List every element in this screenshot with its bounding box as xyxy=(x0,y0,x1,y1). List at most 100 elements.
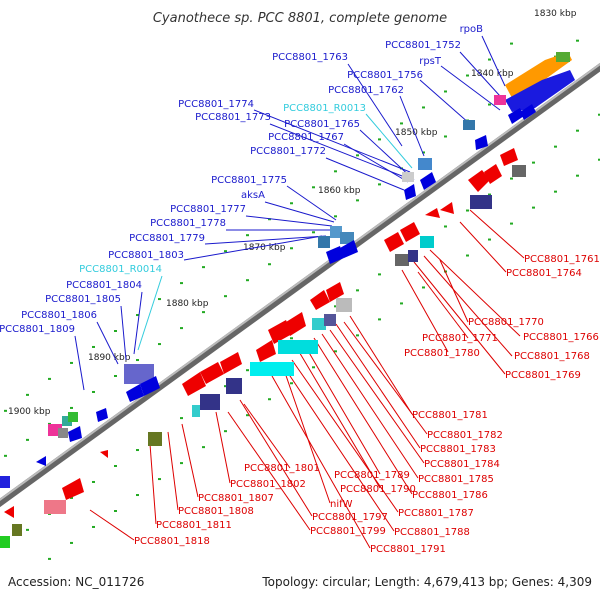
gene-label[interactable]: PCC8801_1802 xyxy=(230,479,306,490)
gene-arrow-red[interactable] xyxy=(256,340,276,362)
gene-box-navy[interactable] xyxy=(324,314,336,326)
gene-label[interactable]: PCC8801_1799 xyxy=(310,526,386,537)
gene-arrow-red[interactable] xyxy=(484,164,502,184)
gene-arrow-red[interactable] xyxy=(310,290,330,310)
gene-box-olive[interactable] xyxy=(148,432,162,446)
gene-arrow-blue[interactable] xyxy=(520,104,536,120)
gene-label[interactable]: PCC8801_1789 xyxy=(334,470,410,481)
gene-label[interactable]: PCC8801_1790 xyxy=(340,484,416,495)
gene-label[interactable]: PCC8801_1767 xyxy=(268,132,344,143)
gene-box-silver[interactable] xyxy=(336,298,352,312)
gene-label[interactable]: PCC8801_1804 xyxy=(66,280,142,291)
gene-label[interactable]: PCC8801_1752 xyxy=(385,40,461,51)
gene-box-cyan[interactable] xyxy=(312,318,326,330)
gene-arrow-red[interactable] xyxy=(425,208,440,218)
gene-label[interactable]: PCC8801_1784 xyxy=(424,459,500,470)
gene-label[interactable]: PCC8801_1803 xyxy=(108,250,184,261)
gene-label[interactable]: PCC8801_1769 xyxy=(505,370,581,381)
gene-arrow-blue[interactable] xyxy=(475,135,488,150)
gene-box-navy[interactable] xyxy=(408,250,418,262)
gene-label[interactable]: PCC8801_1756 xyxy=(347,70,423,81)
gene-box-magenta[interactable] xyxy=(494,95,506,105)
gene-arrow-1752[interactable] xyxy=(505,70,575,112)
gene-label[interactable]: PCC8801_1811 xyxy=(156,520,232,531)
gene-arrow-blue[interactable] xyxy=(340,240,358,258)
gene-label[interactable]: PCC8801_1778 xyxy=(150,218,226,229)
gene-box-grey[interactable] xyxy=(512,165,526,177)
gene-box-steel[interactable] xyxy=(330,226,342,238)
gene-box-cyan[interactable] xyxy=(192,405,200,417)
gene-arrow-red[interactable] xyxy=(500,148,518,166)
gene-label[interactable]: PCC8801_1801 xyxy=(244,463,320,474)
gene-label[interactable]: PCC8801_1770 xyxy=(468,317,544,328)
gene-arrow-red[interactable] xyxy=(220,352,242,374)
gene-arrow-red[interactable] xyxy=(268,320,292,344)
gene-label[interactable]: PCC8801_1763 xyxy=(272,52,348,63)
gene-label[interactable]: PCC8801_1766 xyxy=(523,332,599,343)
gene-label[interactable]: PCC8801_1783 xyxy=(420,444,496,455)
gene-arrow-blue[interactable] xyxy=(68,426,82,442)
gene-arrow-red[interactable] xyxy=(326,282,344,302)
gene-label[interactable]: PCC8801_1774 xyxy=(178,99,254,110)
gene-box-steel[interactable] xyxy=(418,158,432,170)
gene-label[interactable]: PCC8801_1771 xyxy=(422,333,498,344)
gene-arrow-red[interactable] xyxy=(100,450,108,458)
gene-box-navy[interactable] xyxy=(226,378,242,394)
gene-box-green[interactable] xyxy=(68,412,78,422)
gene-arrow-red[interactable] xyxy=(4,506,14,518)
gene-box-grey[interactable] xyxy=(395,254,409,266)
gene-box-cyan[interactable] xyxy=(250,362,294,376)
gene-label[interactable]: PCC8801_1772 xyxy=(250,146,326,157)
gene-label[interactable]: PCC8801_1807 xyxy=(198,493,274,504)
gene-arrow-blue[interactable] xyxy=(126,384,144,402)
gene-box-olive[interactable] xyxy=(12,524,22,536)
gene-box-cyan[interactable] xyxy=(420,236,434,248)
gene-label[interactable]: PCC8801_1782 xyxy=(427,430,503,441)
gene-box-steel[interactable] xyxy=(463,120,475,130)
gene-box-steel[interactable] xyxy=(318,236,330,248)
gene-arrow-blue[interactable] xyxy=(36,456,46,466)
gene-label[interactable]: rpsT xyxy=(419,56,442,67)
gene-label[interactable]: PCC8801_1785 xyxy=(418,474,494,485)
gene-box-steel[interactable] xyxy=(340,232,354,244)
gene-box-teal[interactable] xyxy=(62,416,72,426)
gene-box-silver[interactable] xyxy=(402,172,414,182)
gene-arrow-blue[interactable] xyxy=(96,408,108,422)
gene-box-cyan[interactable] xyxy=(278,340,318,354)
gene-arrow-blue[interactable] xyxy=(326,246,344,264)
gene-label[interactable]: rpoB xyxy=(460,24,484,35)
gene-label[interactable]: PCC8801_1781 xyxy=(412,410,488,421)
gene-label[interactable]: PCC8801_1808 xyxy=(178,506,254,517)
gene-label-rna[interactable]: PCC8801_R0014 xyxy=(79,264,162,275)
gene-label[interactable]: PCC8801_1773 xyxy=(195,112,271,123)
gene-arrow-rpoB[interactable] xyxy=(505,52,572,98)
gene-box-violet[interactable] xyxy=(124,364,154,384)
gene-arrow-blue[interactable] xyxy=(404,184,416,200)
gene-arrow-red[interactable] xyxy=(468,170,490,192)
gene-label[interactable]: PCC8801_1780 xyxy=(404,348,480,359)
gene-label[interactable]: PCC8801_1761 xyxy=(524,254,600,265)
gene-box-green[interactable] xyxy=(0,536,10,548)
gene-label[interactable]: PCC8801_1797 xyxy=(312,512,388,523)
gene-arrow-red[interactable] xyxy=(200,362,224,384)
gene-arrow-red[interactable] xyxy=(286,312,306,336)
gene-label[interactable]: PCC8801_1779 xyxy=(129,233,205,244)
gene-label[interactable]: nifW xyxy=(330,499,353,510)
gene-label[interactable]: PCC8801_1818 xyxy=(134,536,210,547)
gene-label[interactable]: PCC8801_1806 xyxy=(21,310,97,321)
gene-label-rna[interactable]: PCC8801_R0013 xyxy=(283,103,366,114)
gene-arrow-blue[interactable] xyxy=(420,172,436,190)
gene-box-navy[interactable] xyxy=(470,195,492,209)
gene-arrow-blue[interactable] xyxy=(140,376,160,396)
gene-label[interactable]: PCC8801_1777 xyxy=(170,204,246,215)
gene-label[interactable]: PCC8801_1762 xyxy=(328,85,404,96)
gene-label[interactable]: PCC8801_1809 xyxy=(0,324,75,335)
gene-arrow-red[interactable] xyxy=(400,222,420,242)
gene-arrow-red[interactable] xyxy=(384,232,404,252)
gene-box-green[interactable] xyxy=(556,52,570,62)
gene-label[interactable]: PCC8801_1765 xyxy=(284,119,360,130)
gene-label[interactable]: PCC8801_1764 xyxy=(506,268,582,279)
gene-label[interactable]: PCC8801_1775 xyxy=(211,175,287,186)
gene-box-pink[interactable] xyxy=(44,500,66,514)
gene-label[interactable]: PCC8801_1791 xyxy=(370,544,446,555)
